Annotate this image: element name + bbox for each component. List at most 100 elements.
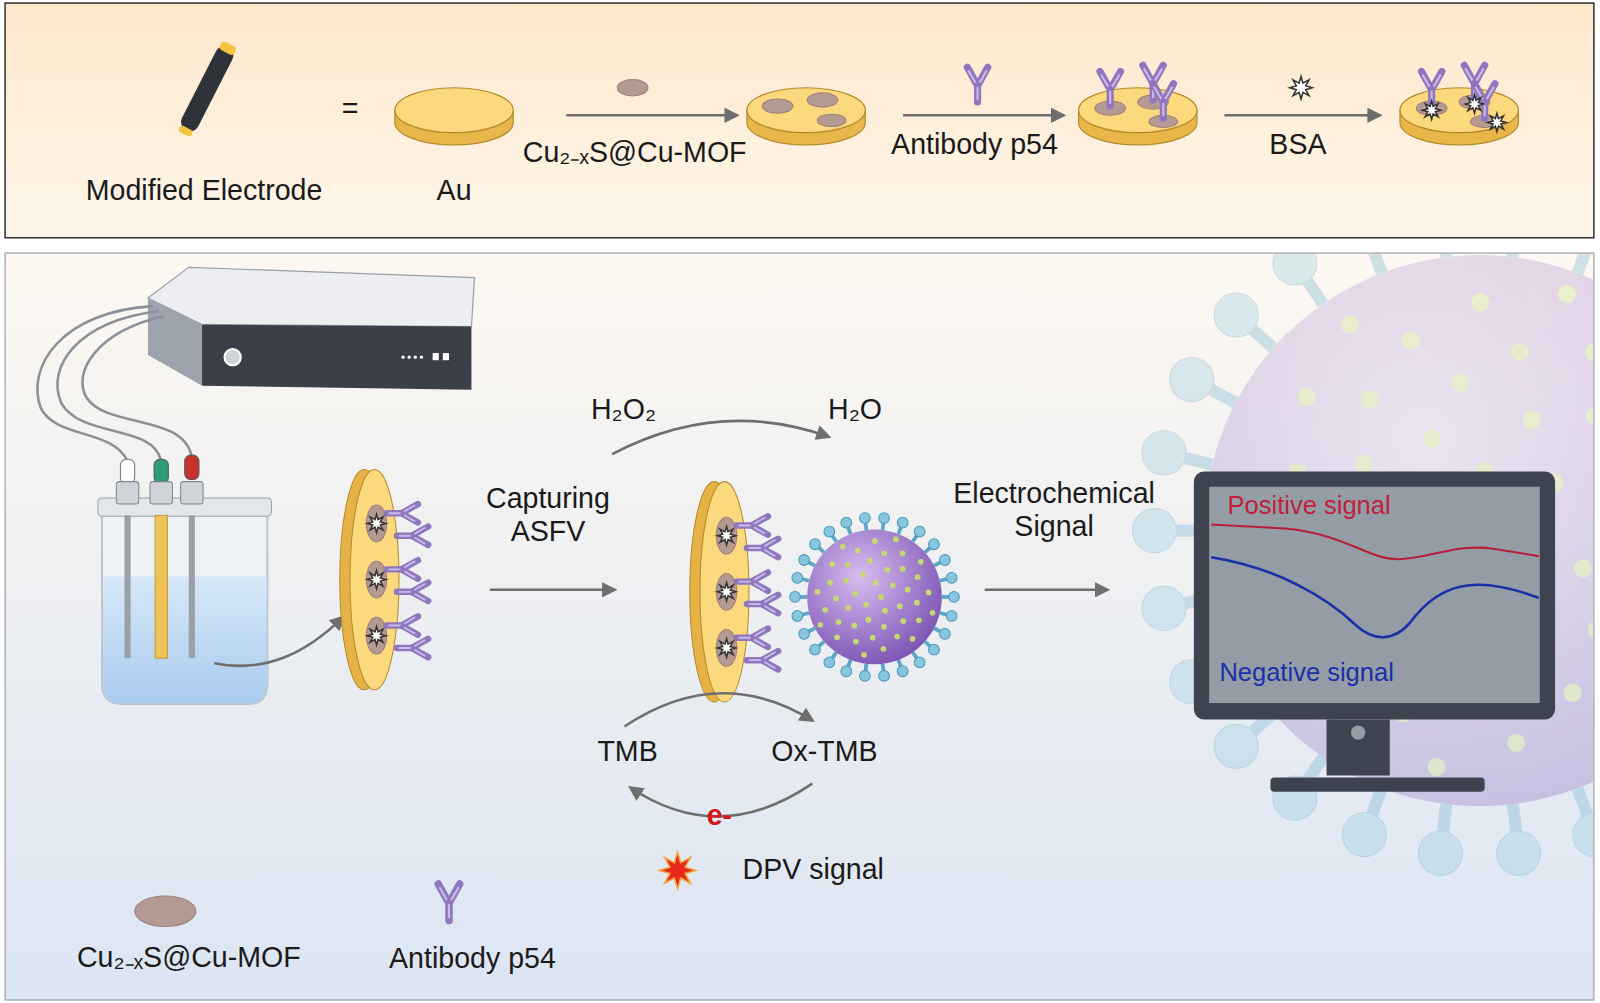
antibody-icon xyxy=(387,504,418,522)
virus-dot xyxy=(1588,620,1593,638)
antibody-icon xyxy=(967,67,987,102)
virus-dot xyxy=(815,589,821,595)
clip-white xyxy=(120,459,134,483)
virus-knob xyxy=(810,539,821,550)
mof-particle xyxy=(807,93,838,107)
antibody-body xyxy=(737,516,768,534)
process-arrow xyxy=(903,114,1063,117)
text-label: Capturing ASFV xyxy=(459,482,638,548)
antibody-icon xyxy=(747,595,778,613)
text-label: Electrochemical Signal xyxy=(932,477,1177,543)
virus-dot xyxy=(926,590,932,596)
gold-disk-top xyxy=(395,88,513,133)
antibody-body xyxy=(967,67,987,102)
antibody-highlight xyxy=(389,617,416,634)
virus-dot xyxy=(860,572,866,578)
text-label: H₂O xyxy=(828,394,882,427)
virus-knob xyxy=(1170,357,1214,401)
virus-dot xyxy=(817,622,823,628)
antibody-icon xyxy=(737,572,768,590)
antibody-body xyxy=(747,651,778,669)
process-arrow xyxy=(490,589,614,592)
virus-knob xyxy=(790,592,801,603)
virus-sphere xyxy=(1204,255,1593,806)
electrode-tip xyxy=(218,41,237,57)
virus-dot xyxy=(1586,407,1593,425)
virus-knob xyxy=(879,513,890,524)
clip-red xyxy=(185,455,199,479)
cell-jar xyxy=(102,510,267,704)
virus-dot xyxy=(1451,374,1469,392)
virus-knob xyxy=(824,657,835,668)
virus-dot xyxy=(852,591,858,597)
antibody-body xyxy=(397,583,428,601)
workstation-top xyxy=(148,267,475,326)
virus-knob xyxy=(879,670,890,681)
antibody-icon xyxy=(1153,84,1173,119)
antibody-highlight xyxy=(439,887,458,918)
indicator-light xyxy=(433,353,439,360)
virus-dot xyxy=(822,607,828,613)
antibody-body xyxy=(747,539,778,557)
virus-knob xyxy=(860,670,871,681)
monitor-screen xyxy=(1209,487,1540,703)
virus-dot xyxy=(930,610,936,616)
antibody-body xyxy=(1153,84,1173,119)
positive-curve xyxy=(1211,524,1539,559)
virus-dot xyxy=(910,636,916,642)
virus-knob xyxy=(841,517,852,528)
virus-dot xyxy=(1564,684,1582,702)
process-arrow xyxy=(624,693,812,726)
gold-disk-face xyxy=(700,482,749,702)
virus-knob xyxy=(939,628,950,639)
star-icon xyxy=(1465,95,1483,113)
virus-knob xyxy=(897,517,908,528)
indicator-dot xyxy=(408,356,411,359)
text-label: Modified Electrode xyxy=(86,174,323,207)
virus-dot xyxy=(872,538,878,544)
gold-disk-top xyxy=(1079,88,1197,133)
virus-dot xyxy=(1511,343,1529,361)
virus-knob xyxy=(1214,293,1258,337)
process-arrow xyxy=(985,589,1107,592)
virus-dot xyxy=(878,594,884,600)
virus-knob xyxy=(946,611,957,622)
virus-knob xyxy=(799,555,810,566)
virus-dot xyxy=(1355,455,1373,473)
virus-knob xyxy=(1132,509,1176,553)
virus-dot xyxy=(851,623,857,629)
process-arrow xyxy=(214,617,343,666)
star-icon xyxy=(1488,113,1506,131)
text-label: Ox-TMB xyxy=(771,736,877,769)
monitor-base xyxy=(1270,778,1484,792)
monitor-hole xyxy=(1351,726,1365,740)
clip-green xyxy=(154,459,168,483)
virus-knob xyxy=(929,644,940,655)
signal-label: Negative signal xyxy=(1219,658,1393,686)
virus-dot xyxy=(881,646,887,652)
mof-particle xyxy=(716,573,736,610)
gold-disk-face xyxy=(350,469,399,689)
text-label: e- xyxy=(707,800,732,833)
virus-dot xyxy=(1423,430,1441,448)
virus-knob xyxy=(1497,831,1541,875)
antibody-icon xyxy=(747,539,778,557)
star-icon xyxy=(367,627,385,645)
mof-particle xyxy=(366,561,386,598)
antibody-highlight xyxy=(739,517,766,534)
antibody-body xyxy=(397,527,428,545)
antibody-body xyxy=(387,560,418,578)
virus-knob xyxy=(1273,254,1317,285)
virus-knob xyxy=(799,628,810,639)
antibody-body xyxy=(397,639,428,657)
virus-dot xyxy=(1361,390,1379,408)
antibody-icon xyxy=(387,560,418,578)
virus-dot xyxy=(900,550,906,556)
star-icon xyxy=(717,639,735,657)
signal-label: Positive signal xyxy=(1228,492,1391,520)
virus-dot xyxy=(884,567,890,573)
virus-knob xyxy=(939,555,950,566)
virus-dot xyxy=(840,544,846,550)
virus-knob xyxy=(897,666,908,677)
virus-dot xyxy=(915,574,921,580)
